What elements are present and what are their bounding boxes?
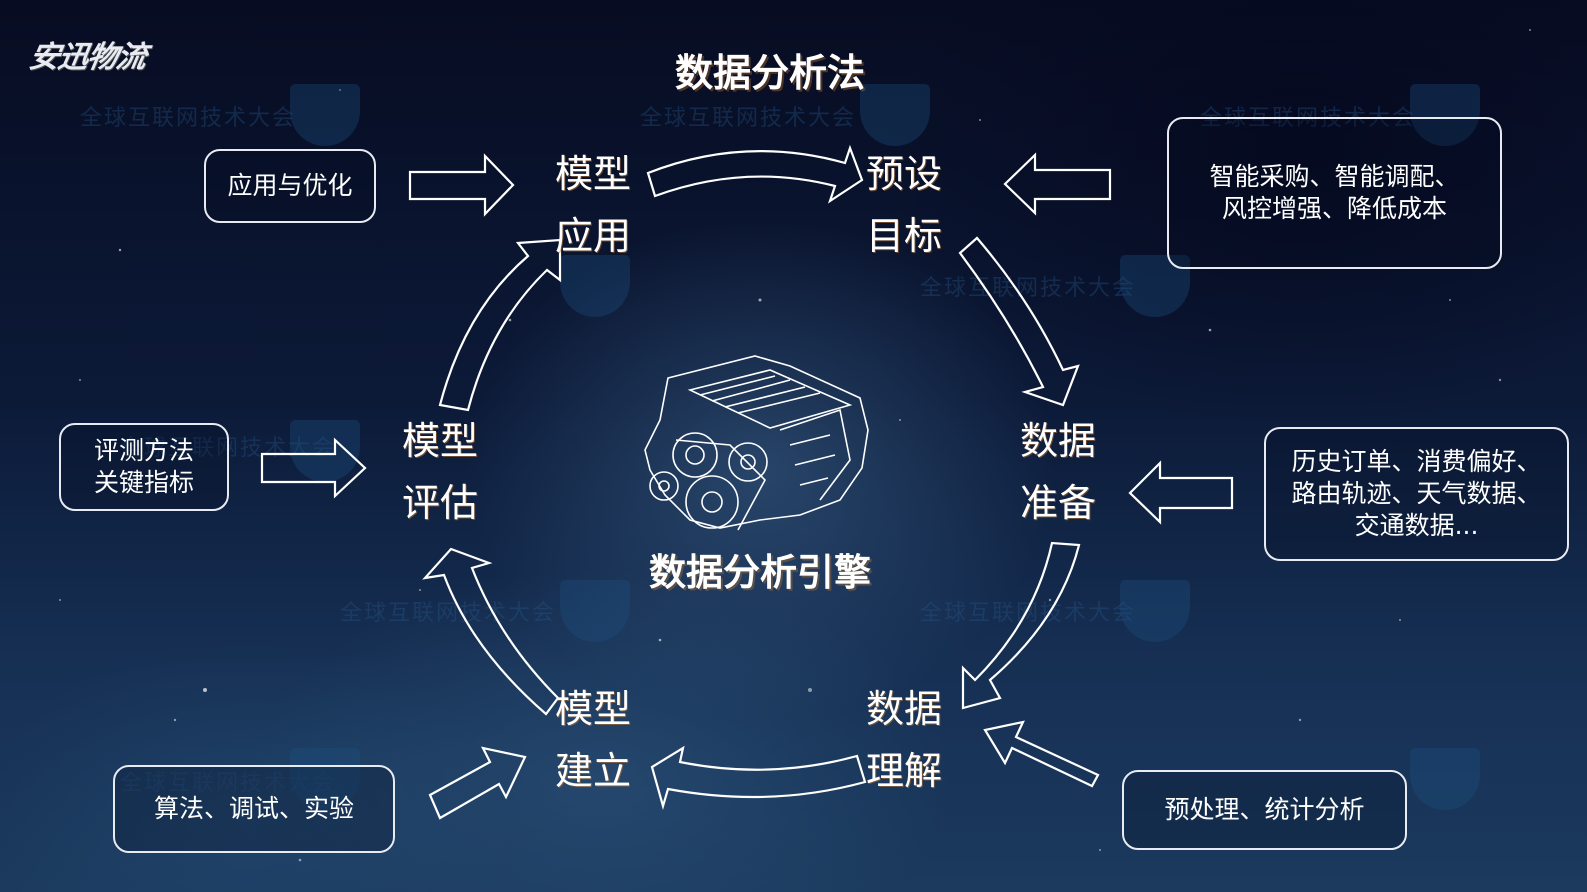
- stage-label-line2: 评估: [402, 481, 479, 525]
- box-text-line: 交通数据...: [1354, 511, 1479, 540]
- box-text-line: 路由轨迹、天气数据、: [1291, 479, 1542, 508]
- box-text-line: 关键指标: [93, 468, 194, 497]
- stage-label-line2: 目标: [866, 214, 943, 258]
- box-text-line: 智能采购、智能调配、: [1209, 162, 1460, 191]
- cycle-arrow-icon: [438, 238, 562, 412]
- stage-label-line1: 模型: [402, 419, 479, 463]
- stage-label-line2: 建立: [555, 749, 632, 793]
- input-box-evaluation-methods: 评测方法 关键指标: [59, 423, 229, 511]
- arrow-diagonal-icon: [428, 746, 527, 820]
- arrow-right-icon: [260, 437, 367, 499]
- engine-icon: [644, 355, 869, 531]
- box-text-line: 预处理、统计分析: [1164, 795, 1365, 824]
- stage-data-understanding: 数据 理解: [866, 678, 942, 802]
- stage-model-building: 模型 建立: [555, 678, 631, 802]
- input-box-application-optimization: 应用与优化: [204, 149, 376, 223]
- box-text-line: 评测方法: [93, 436, 194, 465]
- stage-label-line1: 预设: [866, 152, 943, 196]
- arrow-left-icon: [1003, 152, 1112, 216]
- stage-label-line2: 准备: [1020, 481, 1097, 525]
- stage-label-line1: 模型: [555, 152, 632, 196]
- stage-label-line1: 数据: [866, 687, 943, 731]
- stage-label-line2: 应用: [555, 214, 632, 258]
- cycle-arrow-icon: [646, 144, 864, 204]
- input-box-preprocessing: 预处理、统计分析: [1122, 770, 1407, 850]
- cycle-arrow-icon: [422, 547, 560, 716]
- input-box-data-sources: 历史订单、消费偏好、 路由轨迹、天气数据、 交通数据...: [1264, 427, 1569, 561]
- box-text-line: 风控增强、降低成本: [1221, 194, 1447, 223]
- stage-label-line1: 数据: [1020, 419, 1097, 463]
- stage-label-line2: 理解: [866, 749, 943, 793]
- page-title: 数据分析法: [674, 51, 865, 95]
- engine-label: 数据分析引擎: [649, 551, 871, 594]
- input-box-goals: 智能采购、智能调配、 风控增强、降低成本: [1167, 117, 1502, 269]
- arrow-left-icon: [1128, 460, 1234, 525]
- stage-data-preparation: 数据 准备: [1020, 410, 1096, 534]
- box-text-line: 应用与优化: [227, 171, 353, 200]
- cycle-arrow-icon: [961, 541, 1081, 710]
- cycle-arrow-icon: [650, 745, 867, 810]
- stage-preset-goal: 预设 目标: [866, 143, 942, 267]
- stage-model-evaluation: 模型 评估: [402, 410, 478, 534]
- arrow-diagonal-icon: [983, 720, 1100, 788]
- stage-label-line1: 模型: [555, 687, 632, 731]
- box-text-line: 算法、调试、实验: [153, 794, 354, 823]
- box-text-line: 历史订单、消费偏好、: [1291, 447, 1542, 476]
- arrow-right-icon: [408, 153, 515, 217]
- stage-model-application: 模型 应用: [555, 143, 631, 267]
- input-box-algorithms: 算法、调试、实验: [113, 765, 395, 853]
- cycle-arrow-icon: [958, 236, 1080, 407]
